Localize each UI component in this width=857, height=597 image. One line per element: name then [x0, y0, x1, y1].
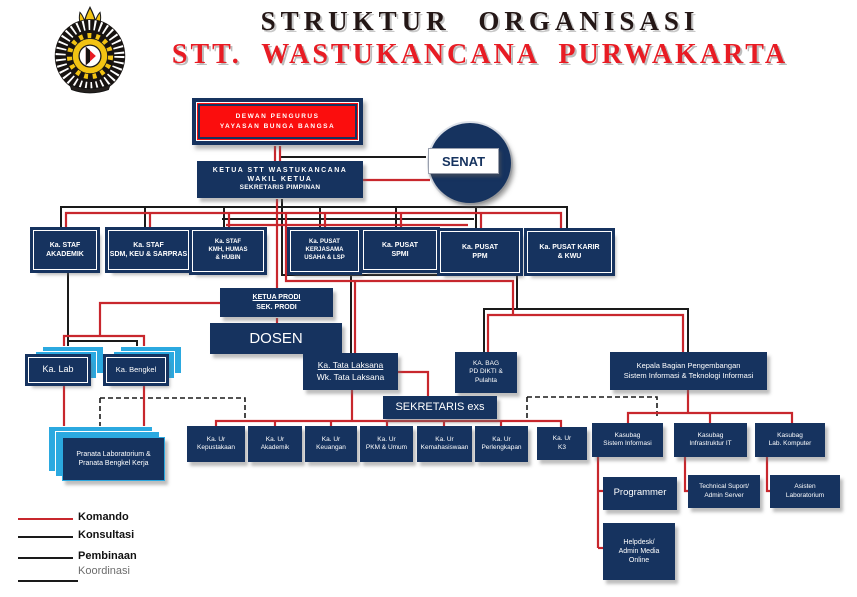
node-kepala-bagian-pengembangan: Kepala Bagian Pengembangan Sistem Inform…: [610, 352, 767, 390]
node-kasubag-infrastruktur-it: Kasubag Infrastruktur IT: [674, 423, 747, 457]
node-kasubag-sistem-informasi: Kasubag Sistem Informasi: [592, 423, 663, 457]
legend-komando-label: Komando: [78, 511, 129, 523]
node-ka-lab: Ka. Lab: [28, 357, 88, 383]
legend-konsultasi-label: Konsultasi: [78, 529, 135, 541]
node-ka-ur-k3: Ka. Ur K3: [537, 427, 587, 460]
node-ketua-stt: KETUA STT WASTUKANCANA WAKIL KETUA SEKRE…: [197, 161, 363, 198]
node-pranata-laboratorium-bengkel: Pranata Laboratorium & Pranata Bengkel K…: [62, 437, 165, 481]
node-ka-staf-sdm-keu-sarpras: Ka. STAF SDM, KEU & SARPRAS: [108, 230, 189, 270]
koordinasi-dashed-lines: [99, 396, 658, 433]
node-technical-suport-admin-server: Technical Suport/ Admin Server: [688, 475, 760, 508]
legend-pembinaan-label: Pembinaan: [78, 550, 137, 562]
node-ka-ur-kemahasiswaan: Ka. Ur Kemahasiswaan: [417, 426, 472, 462]
node-ka-tata-laksana: Ka. Tata Laksana Wk. Tata Laksana: [303, 353, 398, 390]
title-line-2: STT. WASTUKANCANA PURWAKARTA: [171, 39, 789, 70]
dewan-pengurus-label: DEWAN PENGURUS YAYASAN BUNGA BANGSA: [196, 102, 359, 141]
node-ka-ur-kepustakaan: Ka. Ur Kepustakaan: [187, 426, 245, 462]
node-ka-pusat-ppm: Ka. PUSAT PPM: [440, 231, 520, 273]
legend-koordinasi-line: [18, 580, 78, 582]
node-ka-staf-kmh-humas-hubin: Ka. STAF KMH, HUMAS & HUBIN: [192, 230, 264, 272]
node-sekretaris-exs: SEKRETARIS exs: [383, 396, 497, 419]
page-title: STRUKTUR ORGANISASI STT. WASTUKANCANA PU…: [150, 6, 810, 71]
node-ka-ur-keuangan: Ka. Ur Keuangan: [305, 426, 357, 462]
node-ka-pusat-karir-kwu: Ka. PUSAT KARIR & KWU: [527, 231, 612, 273]
node-kasubag-lab-komputer: Kasubag Lab. Komputer: [755, 423, 825, 457]
title-line-1: STRUKTUR ORGANISASI: [260, 6, 700, 36]
node-ka-bengkel: Ka. Bengkel: [106, 357, 166, 383]
node-helpdesk-admin-media-online: Helpdesk/ Admin Media Online: [603, 523, 675, 580]
legend-koordinasi-label: Koordinasi: [78, 565, 130, 577]
node-programmer: Programmer: [603, 477, 677, 510]
node-dosen: DOSEN: [210, 323, 342, 354]
node-asisten-laboratorium: Asisten Laboratorium: [770, 475, 840, 508]
konsultasi-lines: [60, 156, 689, 353]
node-senat: SENAT: [428, 148, 499, 174]
node-ka-pusat-kerjasama-usaha-lsp: Ka. PUSAT KERJASAMA USAHA & LSP: [290, 230, 359, 272]
node-ka-ur-perlengkapan: Ka. Ur Perlengkapan: [475, 426, 528, 462]
node-ka-pusat-spmi: Ka. PUSAT SPMI: [363, 230, 437, 270]
node-ka-ur-akademik: Ka. Ur Akademik: [248, 426, 302, 462]
legend-komando-line: [18, 518, 73, 520]
stt-wastukancana-logo-icon: [54, 5, 126, 94]
node-ka-ur-pkm-umum: Ka. Ur PKM & Umum: [360, 426, 413, 462]
node-ka-bag-pd-dikti-pulahta: KA. BAG PD DIKTI & Pulahta: [455, 352, 517, 393]
node-dewan-pengurus: DEWAN PENGURUS YAYASAN BUNGA BANGSA: [192, 98, 363, 145]
node-ketua-prodi: KETUA PRODI SEK. PRODI: [220, 288, 333, 317]
legend-konsultasi-line: [18, 536, 73, 538]
legend-pembinaan-line: [18, 557, 73, 559]
node-ka-staf-akademik: Ka. STAF AKADEMIK: [33, 230, 97, 270]
